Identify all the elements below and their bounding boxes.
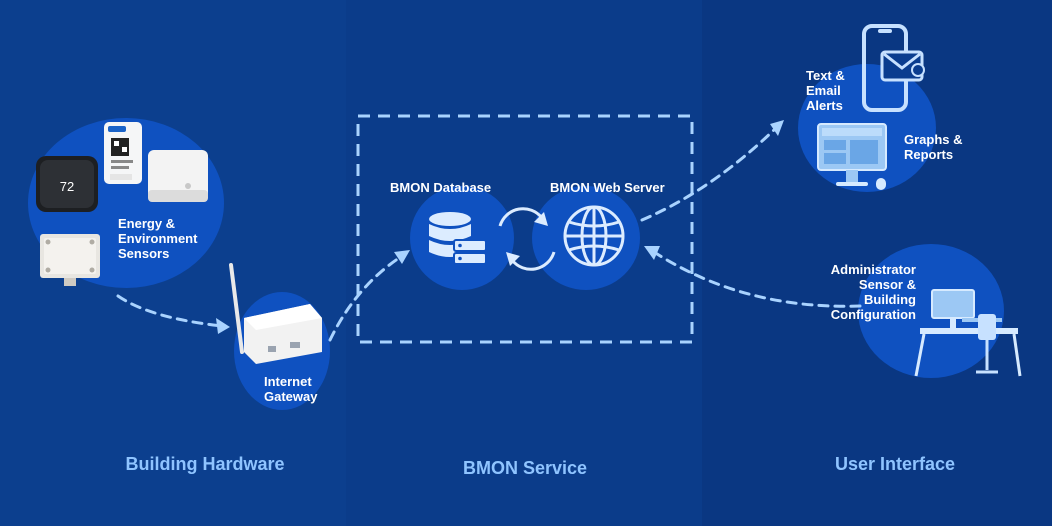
arrow-gateway-to-service	[328, 254, 404, 342]
panel-bmon-service	[346, 0, 702, 526]
section-title-interface: User Interface	[834, 454, 956, 474]
section-title-hardware: Building Hardware	[125, 454, 285, 474]
sensors-label: Energy & Environment Sensors	[118, 216, 198, 261]
phone-email-icon	[862, 24, 925, 112]
thermostat-icon: 72	[36, 156, 98, 212]
service-boundary	[356, 114, 694, 344]
admin-desk-icon	[914, 289, 1022, 377]
arrow-sensors-to-gateway	[116, 294, 224, 328]
arrowhead-service	[394, 250, 410, 264]
enclosure-sensor-icon	[40, 234, 100, 286]
qr-sensor-icon	[104, 122, 142, 184]
arrowhead-webserver	[644, 246, 660, 260]
alerts-label: Text & Email Alerts	[806, 68, 845, 113]
admin-label: Administrator Sensor & Building Configur…	[830, 262, 916, 322]
arrowheads	[216, 120, 784, 334]
section-title-service: BMON Service	[462, 458, 588, 478]
humidity-sensor-icon	[148, 150, 208, 202]
sync-arrows-icon	[498, 207, 556, 271]
arrowhead-alerts	[770, 120, 784, 136]
thermostat-reading: 72	[60, 179, 74, 194]
database-icon	[429, 212, 487, 265]
graphs-label: Graphs & Reports	[904, 132, 963, 162]
connector-arrows	[116, 126, 862, 342]
arrowhead-gateway	[216, 318, 230, 334]
gateway-label: Internet Gateway	[264, 374, 318, 404]
globe-icon	[563, 205, 625, 267]
database-label: BMON Database	[390, 180, 492, 195]
arrow-webserver-to-alerts	[640, 126, 778, 222]
webserver-label: BMON Web Server	[550, 180, 665, 195]
router-icon	[229, 263, 322, 364]
monitor-graphs-icon	[817, 123, 887, 190]
